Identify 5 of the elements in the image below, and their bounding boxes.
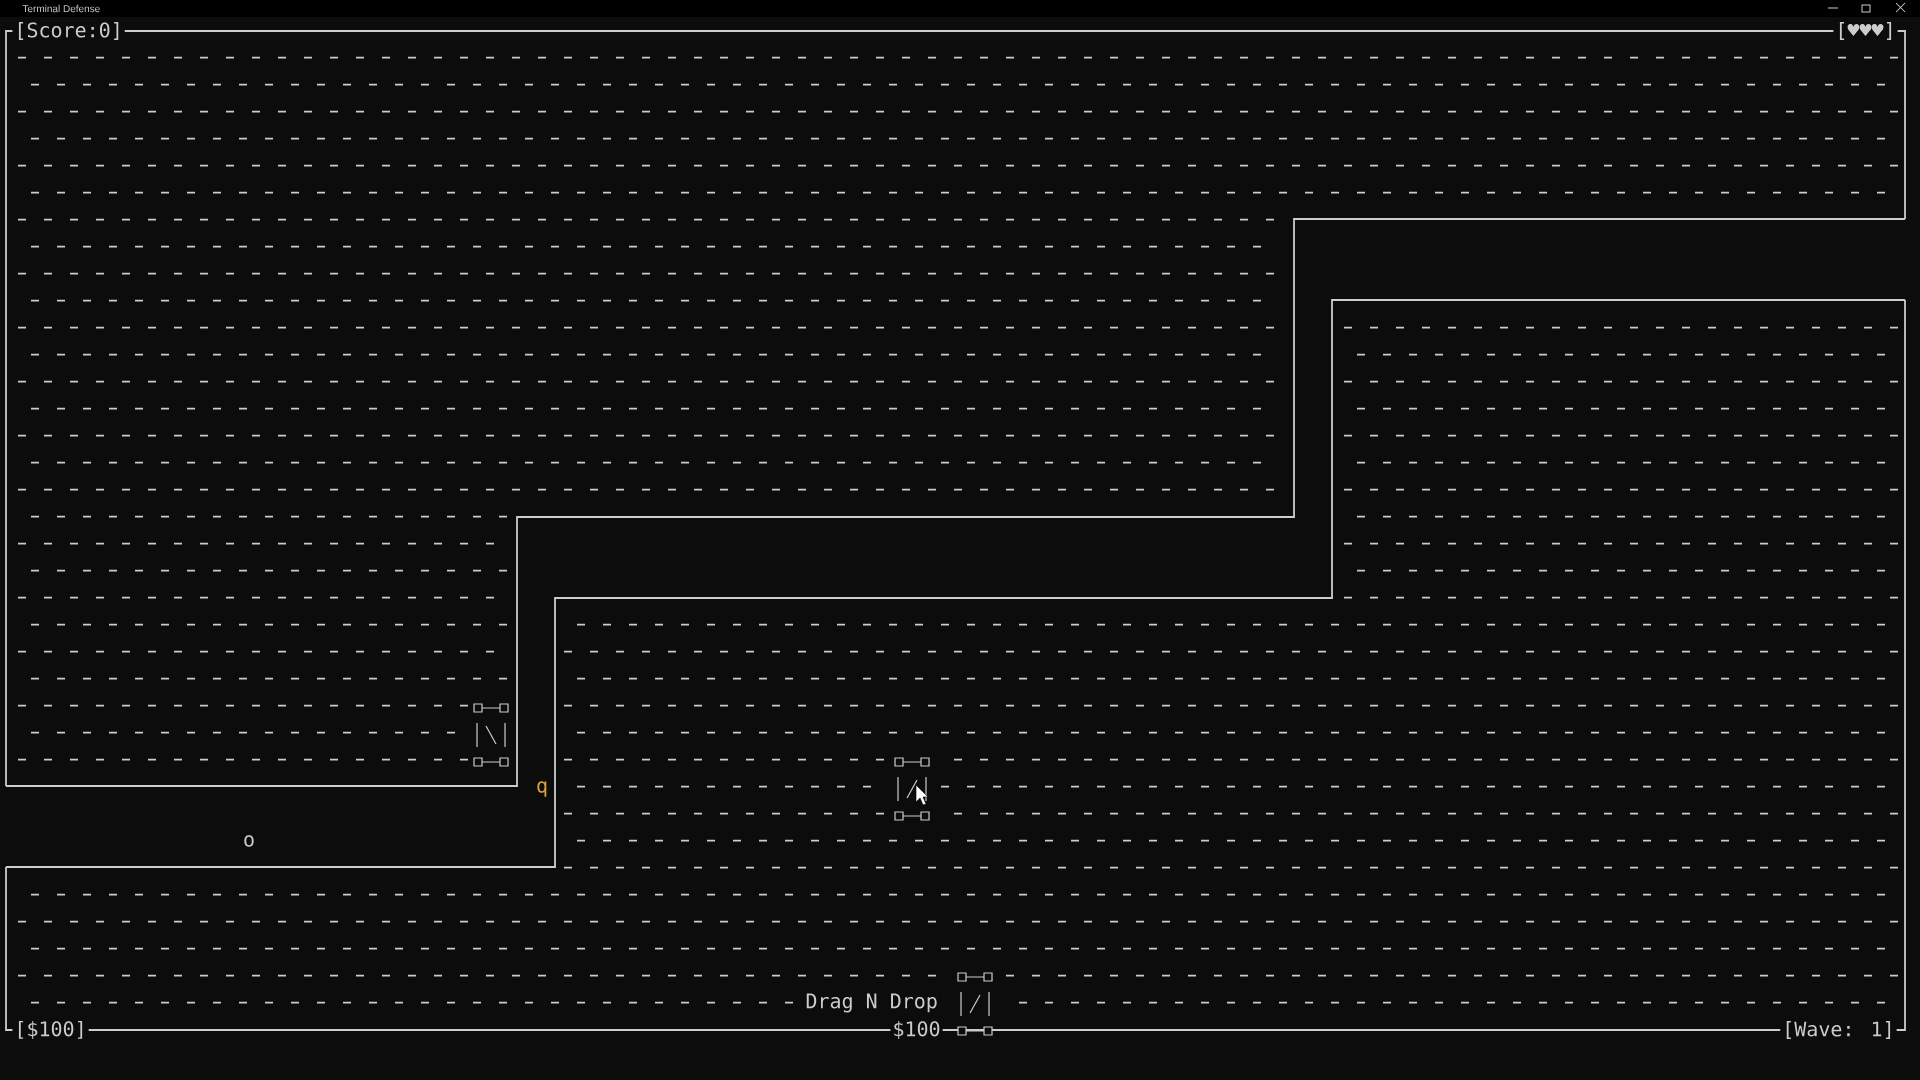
score-text: [Score:0] [12, 22, 125, 40]
enemy-glyph: o [241, 835, 258, 847]
title-bar: Terminal Defense [0, 0, 1920, 17]
wave-text: [Wave: 1] [1780, 1021, 1897, 1039]
lives-hearts: [♥♥♥] [1833, 22, 1898, 40]
